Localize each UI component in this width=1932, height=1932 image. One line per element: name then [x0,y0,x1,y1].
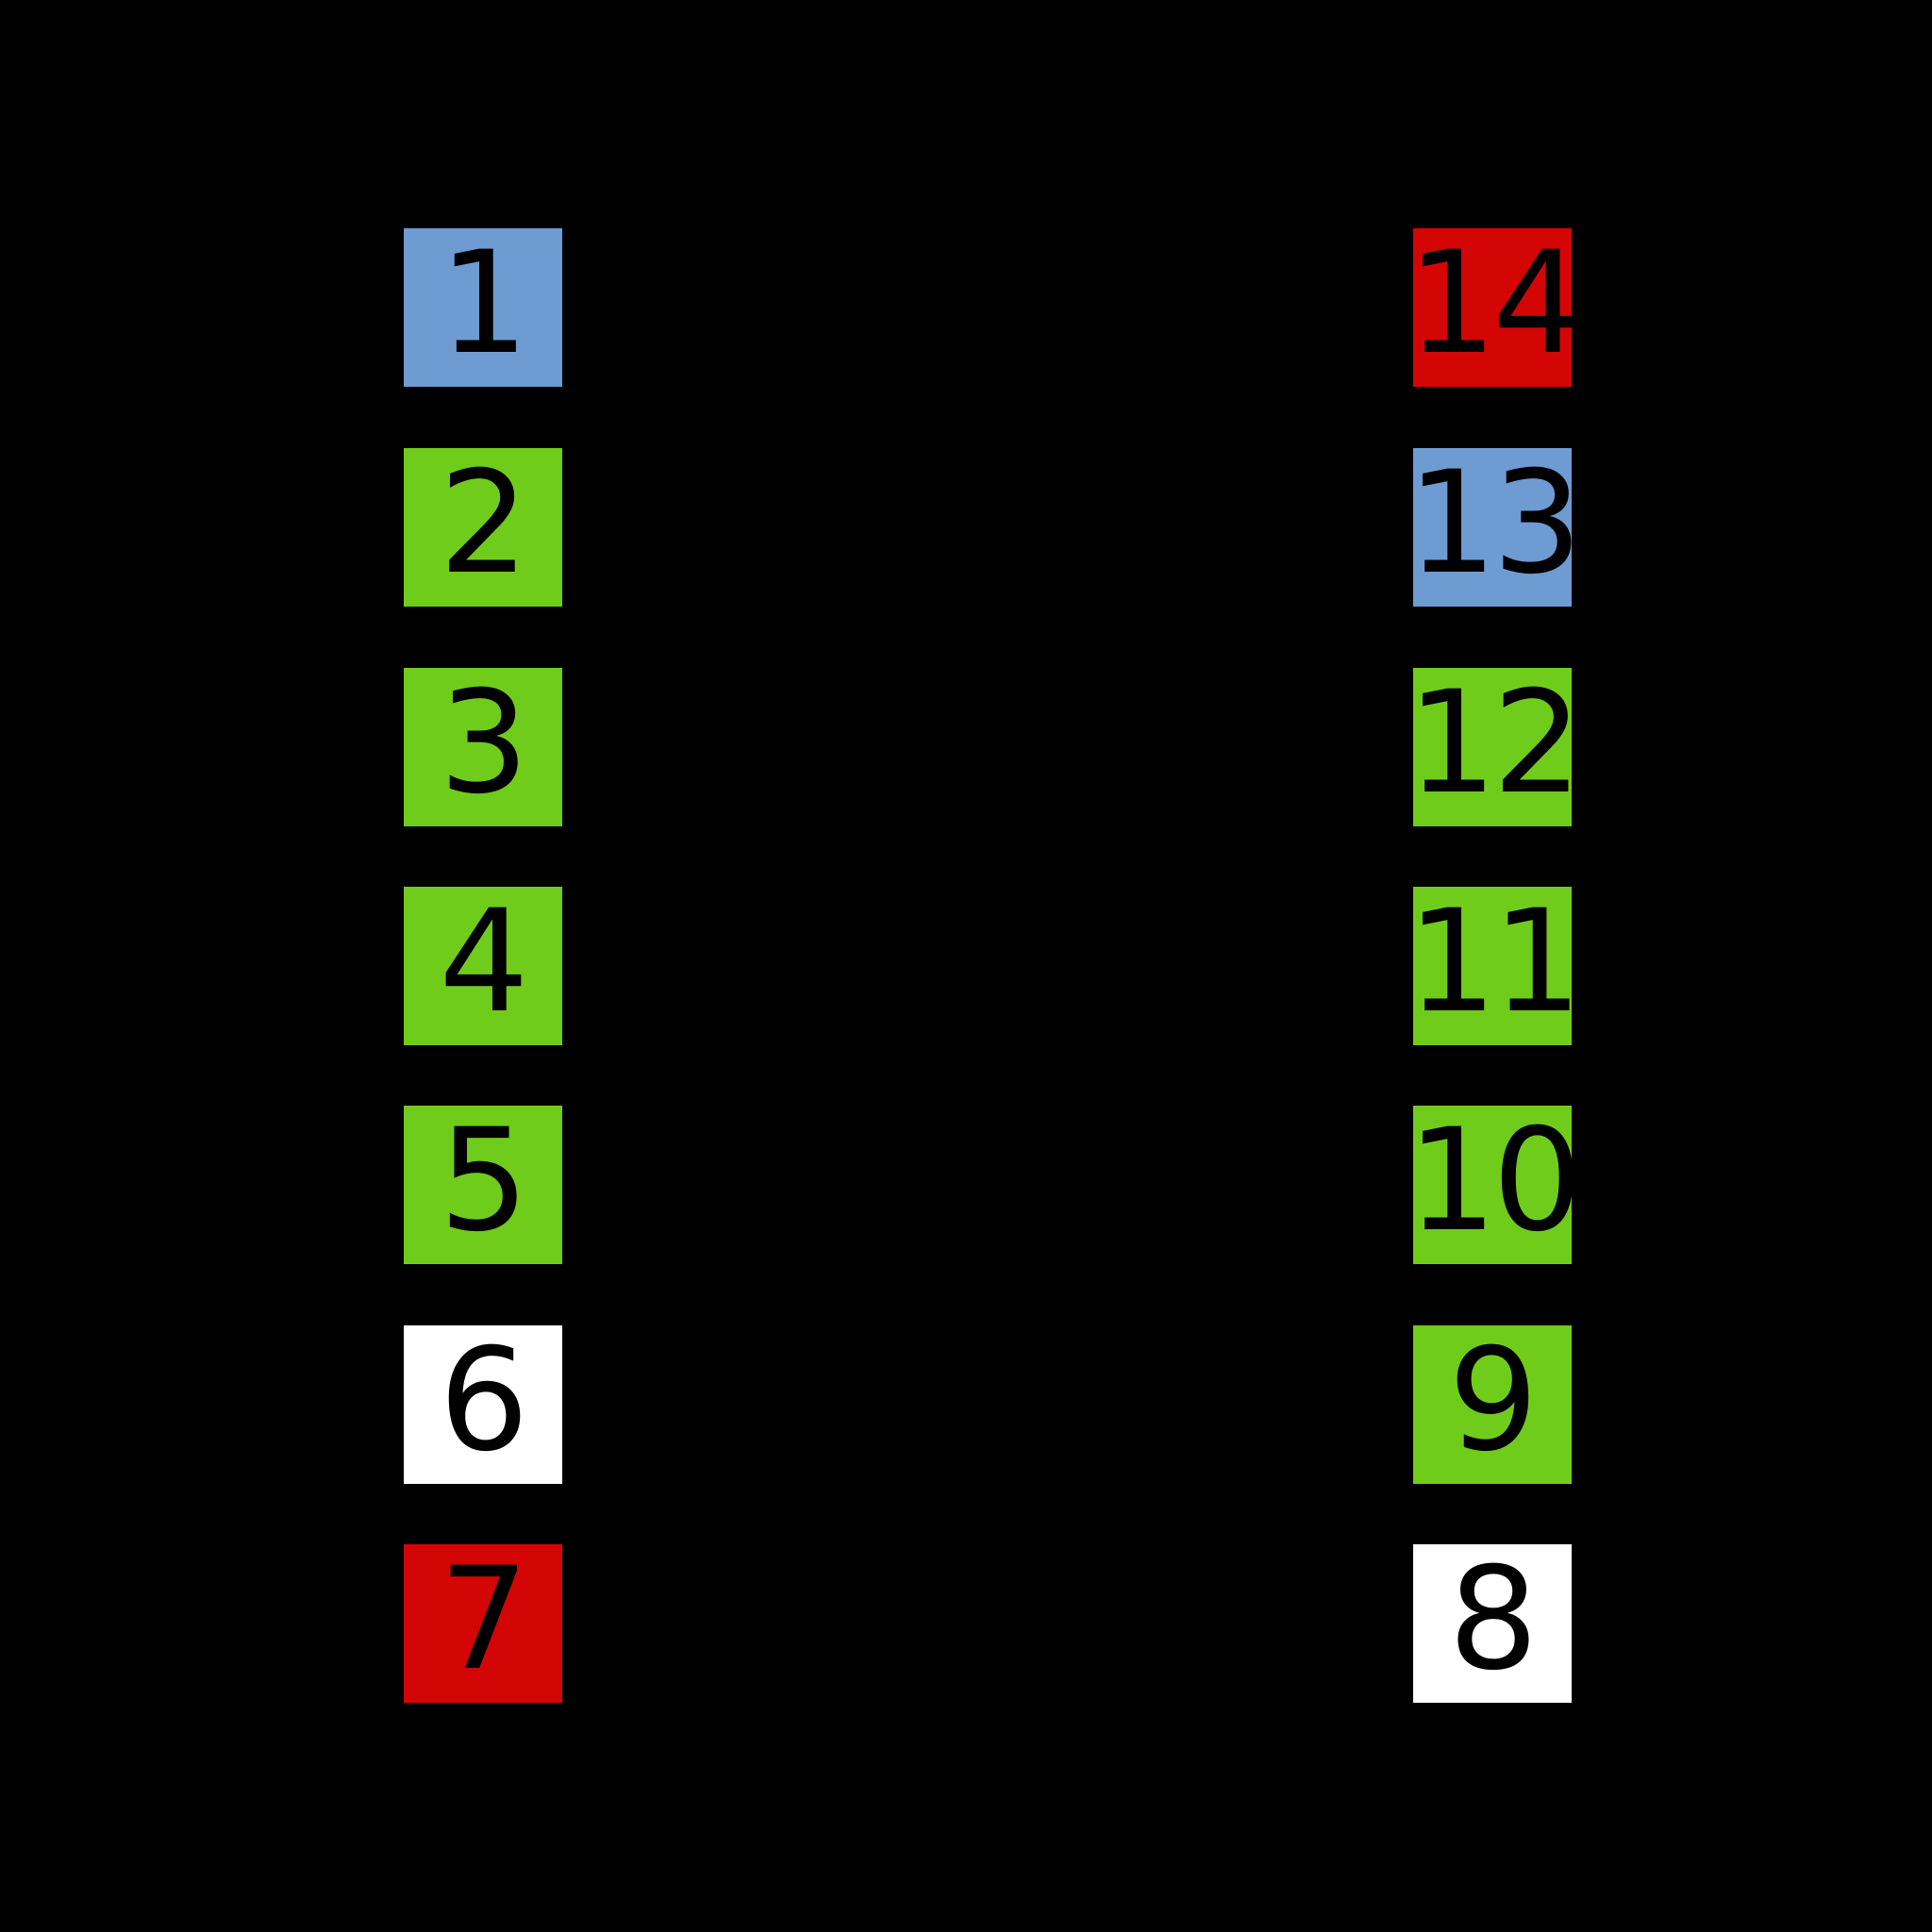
numbered-box-2[interactable]: 2 [404,448,562,607]
numbered-box-4[interactable]: 4 [404,887,562,1045]
numbered-box-10[interactable]: 10 [1407,1106,1582,1264]
numbered-box-9[interactable]: 9 [1413,1325,1572,1484]
numbered-box-6[interactable]: 6 [404,1325,562,1484]
box-label: 2 [439,441,528,606]
box-label: 5 [439,1099,528,1263]
box-label: 6 [439,1319,528,1483]
box-label: 8 [1448,1538,1538,1702]
numbered-box-7[interactable]: 7 [404,1544,562,1703]
numbered-box-12[interactable]: 12 [1407,668,1582,826]
numbered-box-11[interactable]: 11 [1407,887,1582,1045]
box-label: 14 [1407,222,1583,386]
box-label: 1 [439,222,528,386]
box-label: 7 [439,1538,528,1702]
box-label: 13 [1407,441,1583,606]
numbered-box-1[interactable]: 1 [404,228,562,387]
numbered-box-14[interactable]: 14 [1407,228,1582,387]
numbered-box-3[interactable]: 3 [404,668,562,826]
box-label: 9 [1448,1319,1538,1483]
box-label: 12 [1407,661,1583,825]
box-label: 3 [439,661,528,825]
box-label: 11 [1407,880,1583,1044]
numbered-box-8[interactable]: 8 [1413,1544,1572,1703]
numbered-box-5[interactable]: 5 [404,1106,562,1264]
box-label: 10 [1407,1099,1583,1263]
box-label: 4 [439,880,528,1044]
numbered-box-13[interactable]: 13 [1407,448,1582,607]
